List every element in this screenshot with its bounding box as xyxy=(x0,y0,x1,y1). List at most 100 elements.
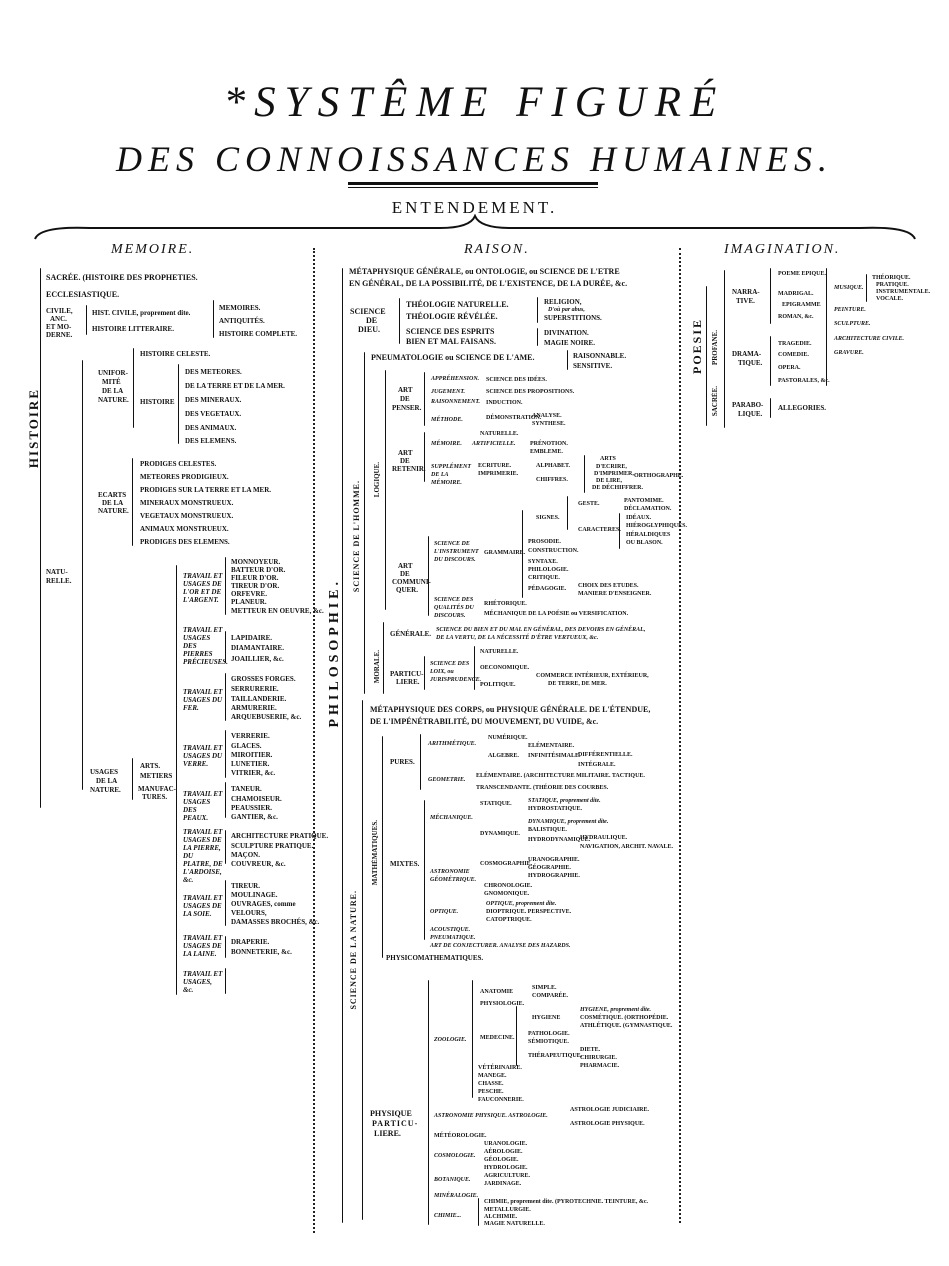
arts: ARTS. xyxy=(140,762,161,770)
metiers: METIERS xyxy=(140,772,173,780)
travail-brace xyxy=(225,830,226,864)
heading-imagination: IMAGINATION. xyxy=(724,242,841,257)
stat-item: STATIQUE, proprement dite. xyxy=(528,798,601,804)
cosmo-item: CHRONOLOGIE. xyxy=(484,883,533,889)
math-brace xyxy=(382,736,383,958)
rhetorique: RHÉTORIQUE. xyxy=(484,601,527,607)
rel-brace xyxy=(537,297,538,323)
medecine-brace xyxy=(516,1006,517,1066)
rel-item: DIVINATION. xyxy=(544,329,589,337)
mixtes-brace xyxy=(424,800,425,940)
prodige: PRODIGES DES ELEMENS. xyxy=(140,538,230,546)
top-brace xyxy=(34,214,916,240)
prodige: METEORES PRODIGIEUX. xyxy=(140,473,229,481)
gram-item: PROSODIE. xyxy=(528,539,561,545)
prodige: PRODIGES SUR LA TERRE ET LA MER. xyxy=(140,486,272,494)
allegories: ALLEGORIES. xyxy=(778,404,827,412)
bot-item: AGRICULTURE. xyxy=(484,1173,530,1179)
algebre-item: INTÉGRALE. xyxy=(578,762,616,768)
arts-ecrire: DE DÉCHIFFRER. xyxy=(592,485,644,491)
art-penser: ART xyxy=(398,386,413,394)
travail-item: OUVRAGES, comme xyxy=(231,900,296,908)
para-brace xyxy=(770,398,771,418)
anat-item: SIMPLE. xyxy=(532,985,557,991)
travail-item: MIROITIER. xyxy=(231,751,273,759)
uniformite-1: UNIFOR- xyxy=(98,369,128,377)
commerce: DE TERRE, DE MER. xyxy=(548,681,607,687)
car-item: HIÉROGLYPHIQUES. xyxy=(626,523,687,529)
usages-3: NATURE. xyxy=(90,786,121,794)
travail-item: DIAMANTAIRE. xyxy=(231,644,284,652)
cosmo-item: HYDROGRAPHIE. xyxy=(528,873,580,879)
geom-item: TRANSCENDANTE. (THÉORIE DES COURBES. xyxy=(476,785,609,791)
penser-brace xyxy=(424,372,425,426)
algebre-item: DIFFÉRENTIELLE. xyxy=(578,752,633,758)
particuliere: PARTICU- xyxy=(390,670,424,678)
patho: PATHOLOGIE. xyxy=(528,1031,570,1037)
art-penser: DE xyxy=(400,395,410,403)
patho: SÉMIOTIQUE. xyxy=(528,1039,569,1045)
des-item: DES METEORES. xyxy=(185,368,242,376)
travail-item: TANEUR. xyxy=(231,785,262,793)
dram-item: OPERA. xyxy=(778,365,801,371)
science-dieu-2: DE xyxy=(366,316,378,325)
physique-part: LIERE. xyxy=(374,1129,401,1138)
vertical-logique: LOGIQUE. xyxy=(373,462,381,498)
meteorologie: MÉTÉOROLOGIE. xyxy=(434,1133,487,1139)
civile-2: ANC. xyxy=(50,315,67,323)
title-rule-thin xyxy=(348,187,598,188)
travail-label: TRAVAIL ET USAGES, &c. xyxy=(183,970,223,994)
cosmologie-item: HYDROLOGIE. xyxy=(484,1165,528,1171)
dieu-brace xyxy=(399,298,400,344)
retenir-sub: PRÉNOTION. xyxy=(530,441,568,447)
ame-item: SENSITIVE. xyxy=(573,362,613,370)
theologie: THÉOLOGIE RÉVÉLÉE. xyxy=(406,312,498,321)
arts-ecrire: DE LIRE, xyxy=(596,478,623,484)
narrative: TIVE. xyxy=(736,297,755,305)
column-divider-left xyxy=(313,248,315,1233)
dyn-item: HYDRODYNAMIQUE. xyxy=(528,837,591,843)
algebre: ALGEBRE. xyxy=(488,753,519,759)
travail-item: ARMURERIE. xyxy=(231,704,277,712)
therapeutique: THÉRAPEUTIQUE. xyxy=(528,1053,583,1059)
dyn-item: DYNAMIQUE, proprement dite. xyxy=(528,819,609,825)
travail-item: MONNOYEUR. xyxy=(231,558,281,566)
pedagogie: PÉDAGOGIE. xyxy=(528,586,567,592)
civ-item: HISTOIRE COMPLETE. xyxy=(219,330,298,338)
astro-phys: ASTRONOMIE PHYSIQUE. ASTROLOGIE. xyxy=(434,1113,548,1119)
part-brace xyxy=(424,656,425,690)
retenir-sub: ECRITURE. xyxy=(478,463,512,469)
travail-item: VERRERIE. xyxy=(231,732,270,740)
genres-brace xyxy=(724,270,725,428)
travail-item: MOULINAGE. xyxy=(231,891,278,899)
cosmographie: COSMOGRAPHIE. xyxy=(480,861,533,867)
sacree: SACRÉE. (HISTOIRE DES PROPHETIES. xyxy=(46,273,198,282)
entendement-label: ENTENDEMENT. xyxy=(391,198,558,217)
chimie-item: ALCHIMIE. xyxy=(484,1214,518,1220)
retenir-item: MÉMOIRE. xyxy=(431,441,462,447)
cosmologie-item: GÉOLOGIE. xyxy=(484,1157,519,1163)
orthographe: ORTHOGRAPHE. xyxy=(634,473,684,479)
naturelle-brace xyxy=(82,360,83,790)
travail-item: MAÇON. xyxy=(231,851,260,859)
travail-item: COUVREUR, &c. xyxy=(231,860,286,868)
thera-item: CHIRURGIE. xyxy=(580,1055,617,1061)
usages-brace xyxy=(132,758,133,800)
ecarts-1: ECARTS xyxy=(98,491,127,499)
grammaire: GRAMMAIRE. xyxy=(484,550,526,556)
heading-raison: RAISON. xyxy=(464,242,530,257)
rel-item: RELIGION, xyxy=(544,298,582,306)
thera-item: PHARMACIE. xyxy=(580,1063,620,1069)
travail-label: TRAVAIL ET USAGES DES PIERRES PRÉCIEUSES… xyxy=(183,626,228,666)
dyn-item: HYDRAULIQUE. xyxy=(580,835,628,841)
hist-litteraire: HISTOIRE LITTERAIRE. xyxy=(92,325,174,333)
travail-brace xyxy=(225,730,226,778)
art-communiquer: QUER. xyxy=(396,586,418,594)
retenir-sub: IMPRIMERIE. xyxy=(478,471,519,477)
narr-item: EPIGRAMME xyxy=(782,302,821,308)
hyg-item: COSMÉTIQUE. (ORTHOPÉDIE. xyxy=(580,1015,669,1021)
ame-brace xyxy=(567,350,568,370)
ped-item: MANIERE D'ENSEIGNER. xyxy=(578,591,652,597)
gram-item: SYNTAXE. xyxy=(528,559,558,565)
gram-item: CRITIQUE. xyxy=(528,575,560,581)
